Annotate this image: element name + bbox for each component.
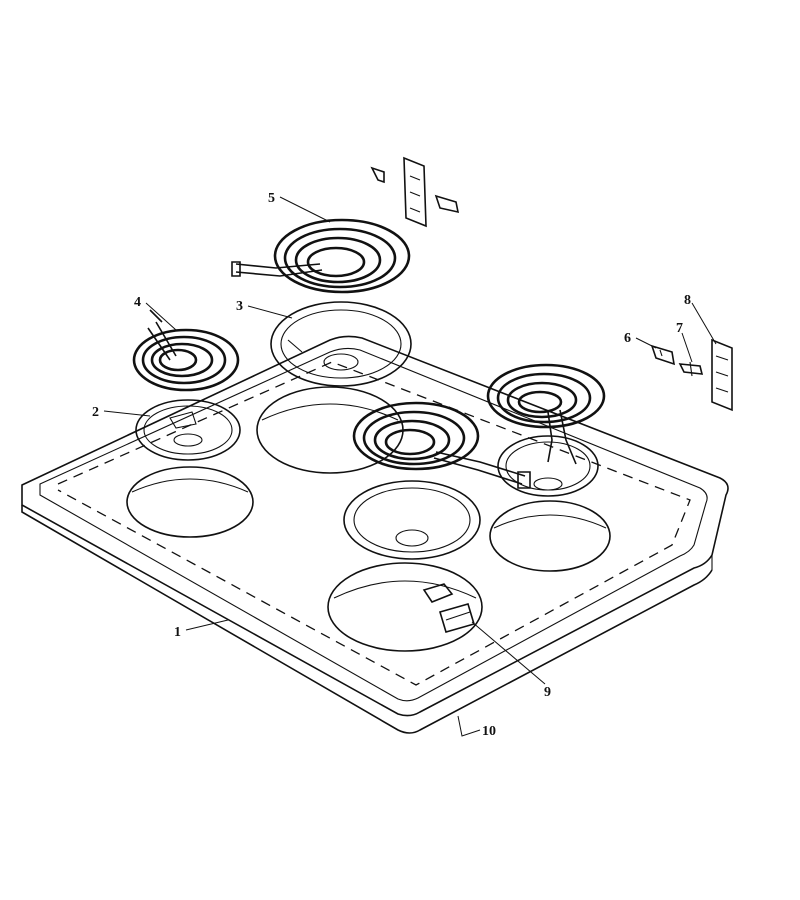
surface-element-large-rear — [231, 218, 411, 294]
label-part-4: 4 — [134, 295, 141, 310]
cutout-front-left — [126, 466, 254, 538]
leader-lines — [103, 196, 717, 737]
surface-element-large-center — [352, 401, 531, 489]
label-part-9: 9 — [544, 685, 551, 700]
mounting-bracket — [650, 344, 676, 366]
label-part-3: 3 — [236, 299, 243, 314]
cutout-front-right — [489, 500, 611, 572]
drip-pan-large — [270, 301, 412, 387]
label-part-6: 6 — [624, 331, 631, 346]
label-part-8: 8 — [684, 293, 691, 308]
drip-pan-small — [135, 399, 241, 461]
label-part-7: 7 — [676, 321, 683, 336]
label-part-5: 5 — [268, 191, 275, 206]
cutout-front-center — [327, 562, 483, 652]
terminal-block-top — [370, 156, 460, 228]
cooktop-surface — [21, 335, 729, 734]
terminal-block-right — [711, 338, 733, 412]
surface-element-small — [132, 309, 240, 392]
label-part-10: 10 — [482, 724, 496, 739]
drip-pan-right-rear — [497, 435, 599, 497]
label-part-1: 1 — [174, 625, 181, 640]
label-part-2: 2 — [92, 405, 99, 420]
element-receptacle — [422, 583, 475, 633]
surface-element-right-rear — [486, 363, 606, 465]
terminal-screw — [678, 361, 704, 377]
drip-pan-center — [343, 480, 481, 560]
